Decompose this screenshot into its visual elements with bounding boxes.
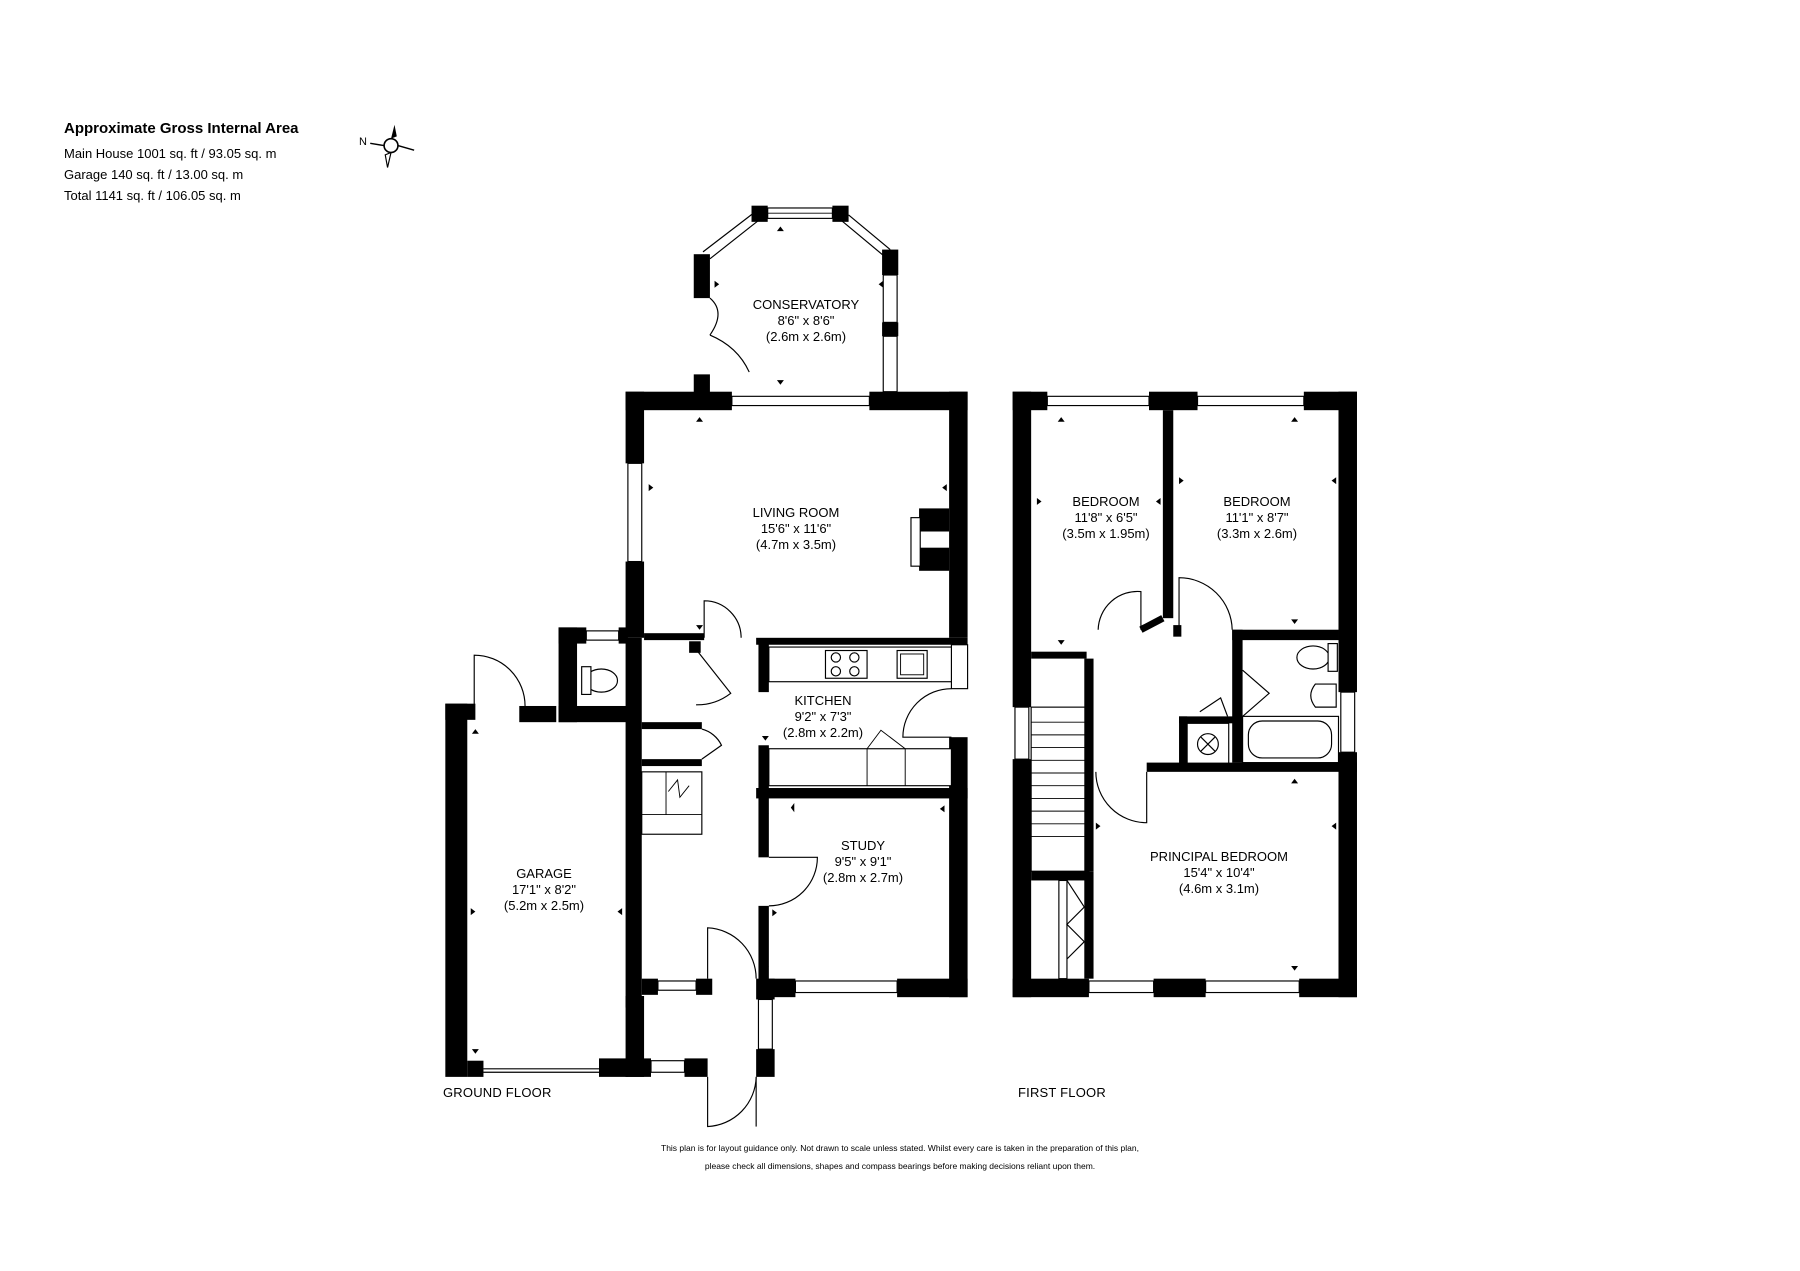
room-size-metric: (2.6m x 2.6m) bbox=[765, 329, 847, 344]
room-label-bedroom-1: BEDROOM 11'8" x 6'5" (3.5m x 1.95m) bbox=[1062, 494, 1149, 542]
room-size-imperial: 9'5" x 9'1" bbox=[834, 854, 892, 869]
room-name: BEDROOM bbox=[1072, 494, 1140, 509]
room-size-imperial: 15'4" x 10'4" bbox=[1183, 865, 1255, 880]
first-floor-label: FIRST FLOOR bbox=[1018, 1085, 1106, 1100]
room-label-garage: GARAGE 17'1" x 8'2" (5.2m x 2.5m) bbox=[504, 866, 584, 914]
room-size-imperial: 11'8" x 6'5" bbox=[1074, 510, 1138, 525]
area-total: Total 1141 sq. ft / 106.05 sq. m bbox=[64, 188, 241, 203]
room-size-imperial: 8'6" x 8'6" bbox=[777, 313, 835, 328]
compass-north-label: N bbox=[359, 136, 367, 148]
area-garage: Garage 140 sq. ft / 13.00 sq. m bbox=[64, 167, 244, 182]
ground-floor-plan bbox=[445, 205, 969, 1128]
area-summary: Approximate Gross Internal Area Main Hou… bbox=[64, 120, 299, 206]
room-name: STUDY bbox=[840, 838, 886, 853]
room-size-metric: (5.2m x 2.5m) bbox=[503, 898, 585, 913]
room-size-imperial: 11'1" x 8'7" bbox=[1225, 510, 1289, 525]
room-size-imperial: 15'6" x 11'6" bbox=[760, 521, 832, 536]
area-main-house: Main House 1001 sq. ft / 93.05 sq. m bbox=[64, 146, 277, 161]
room-name: GARAGE bbox=[516, 866, 572, 881]
room-label-kitchen: KITCHEN 9'2" x 7'3" (2.8m x 2.2m) bbox=[783, 693, 863, 741]
room-name: KITCHEN bbox=[794, 693, 852, 708]
first-floor-plan bbox=[1012, 391, 1357, 998]
room-size-metric: (3.5m x 1.95m) bbox=[1062, 526, 1150, 541]
room-name: CONSERVATORY bbox=[752, 297, 860, 312]
room-label-bedroom-2: BEDROOM 11'1" x 8'7" (3.3m x 2.6m) bbox=[1217, 494, 1297, 542]
room-size-metric: (4.6m x 3.1m) bbox=[1178, 881, 1260, 896]
room-size-metric: (4.7m x 3.5m) bbox=[755, 537, 837, 552]
ground-floor-label: GROUND FLOOR bbox=[443, 1085, 552, 1100]
room-size-imperial: 9'2" x 7'3" bbox=[794, 709, 852, 724]
room-size-metric: (2.8m x 2.7m) bbox=[822, 870, 904, 885]
disclaimer-line-1: This plan is for layout guidance only. N… bbox=[661, 1143, 1139, 1153]
room-label-study: STUDY 9'5" x 9'1" (2.8m x 2.7m) bbox=[823, 838, 903, 886]
room-label-conservatory: CONSERVATORY 8'6" x 8'6" (2.6m x 2.6m) bbox=[753, 297, 859, 345]
room-name: LIVING ROOM bbox=[752, 505, 840, 520]
room-size-metric: (3.3m x 2.6m) bbox=[1216, 526, 1298, 541]
room-name: BEDROOM bbox=[1223, 494, 1291, 509]
dimension-markers bbox=[470, 226, 1337, 1054]
room-name: PRINCIPAL BEDROOM bbox=[1150, 849, 1288, 864]
room-size-metric: (2.8m x 2.2m) bbox=[782, 725, 864, 740]
room-label-living-room: LIVING ROOM 15'6" x 11'6" (4.7m x 3.5m) bbox=[753, 505, 840, 553]
area-title: Approximate Gross Internal Area bbox=[64, 120, 299, 137]
room-size-imperial: 17'1" x 8'2" bbox=[511, 882, 577, 897]
compass-icon bbox=[370, 124, 415, 168]
disclaimer-line-2: please check all dimensions, shapes and … bbox=[704, 1161, 1096, 1171]
room-label-principal-bedroom: PRINCIPAL BEDROOM 15'4" x 10'4" (4.6m x … bbox=[1150, 849, 1288, 897]
